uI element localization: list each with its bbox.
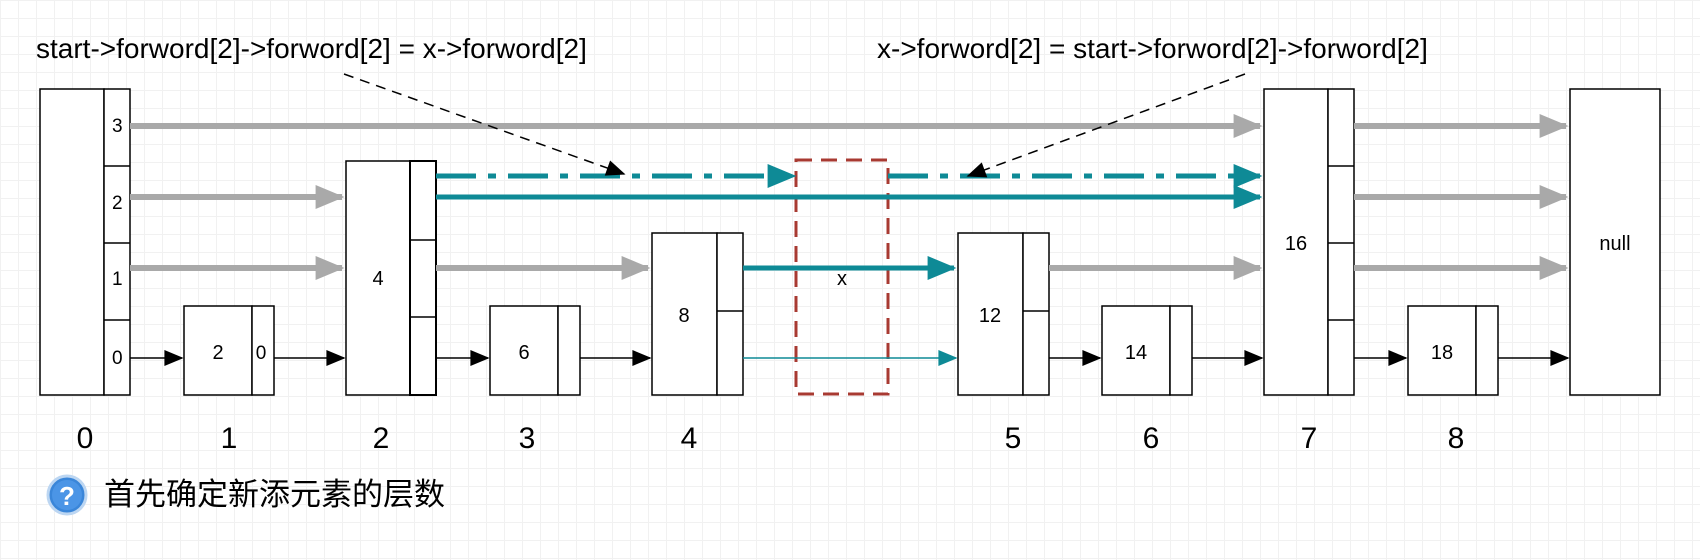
node-14-key: 14 bbox=[1125, 342, 1147, 364]
index-label-2: 2 bbox=[373, 422, 390, 455]
note-text: 首先确定新添元素的层数 bbox=[104, 477, 445, 513]
index-labels: 0 1 2 3 4 5 6 7 8 bbox=[77, 422, 1465, 455]
node-18-key: 18 bbox=[1431, 342, 1453, 364]
node-6-key: 6 bbox=[518, 342, 529, 364]
new-node-x: x bbox=[794, 158, 890, 396]
node-12-key: 12 bbox=[979, 305, 1001, 327]
null-node-label: null bbox=[1599, 233, 1630, 255]
callout-arrows bbox=[343, 73, 1246, 178]
node-2: 2 0 bbox=[183, 305, 275, 396]
question-icon[interactable]: ? bbox=[46, 474, 88, 516]
start-level-2: 2 bbox=[112, 193, 123, 214]
index-label-7: 7 bbox=[1301, 422, 1318, 455]
node-12: 12 bbox=[957, 232, 1050, 396]
new-node-label: x bbox=[837, 268, 847, 290]
formula-right: x->forword[2] = start->forword[2]->forwo… bbox=[877, 33, 1428, 64]
node-4: 4 bbox=[345, 160, 437, 396]
node-6: 6 bbox=[489, 305, 581, 396]
index-label-3: 3 bbox=[519, 422, 536, 455]
null-node: null bbox=[1569, 88, 1661, 396]
index-label-6: 6 bbox=[1143, 422, 1160, 455]
start-node: 3 2 1 0 bbox=[39, 88, 131, 396]
node-2-level-0: 0 bbox=[256, 343, 267, 364]
node-8-key: 8 bbox=[678, 305, 689, 327]
index-label-8: 8 bbox=[1448, 422, 1465, 455]
start-level-3: 3 bbox=[112, 116, 123, 137]
callout-right-arrow bbox=[966, 73, 1246, 178]
callout-left-arrow bbox=[343, 73, 626, 176]
start-level-1: 1 bbox=[112, 269, 123, 290]
index-label-0: 0 bbox=[77, 422, 94, 455]
node-2-key: 2 bbox=[212, 342, 223, 364]
teal-arrows bbox=[436, 185, 1263, 280]
svg-text:?: ? bbox=[59, 481, 75, 511]
node-16: 16 bbox=[1263, 88, 1355, 396]
node-16-key: 16 bbox=[1285, 233, 1307, 255]
node-18: 18 bbox=[1407, 305, 1499, 396]
node-4-key: 4 bbox=[372, 268, 383, 290]
index-label-5: 5 bbox=[1005, 422, 1022, 455]
index-label-4: 4 bbox=[681, 422, 698, 455]
node-8: 8 bbox=[651, 232, 744, 396]
start-level-0: 0 bbox=[112, 348, 123, 369]
node-14: 14 bbox=[1101, 305, 1193, 396]
formula-left: start->forword[2]->forword[2] = x->forwo… bbox=[36, 33, 587, 64]
index-label-1: 1 bbox=[221, 422, 238, 455]
gray-arrows bbox=[130, 114, 1569, 280]
